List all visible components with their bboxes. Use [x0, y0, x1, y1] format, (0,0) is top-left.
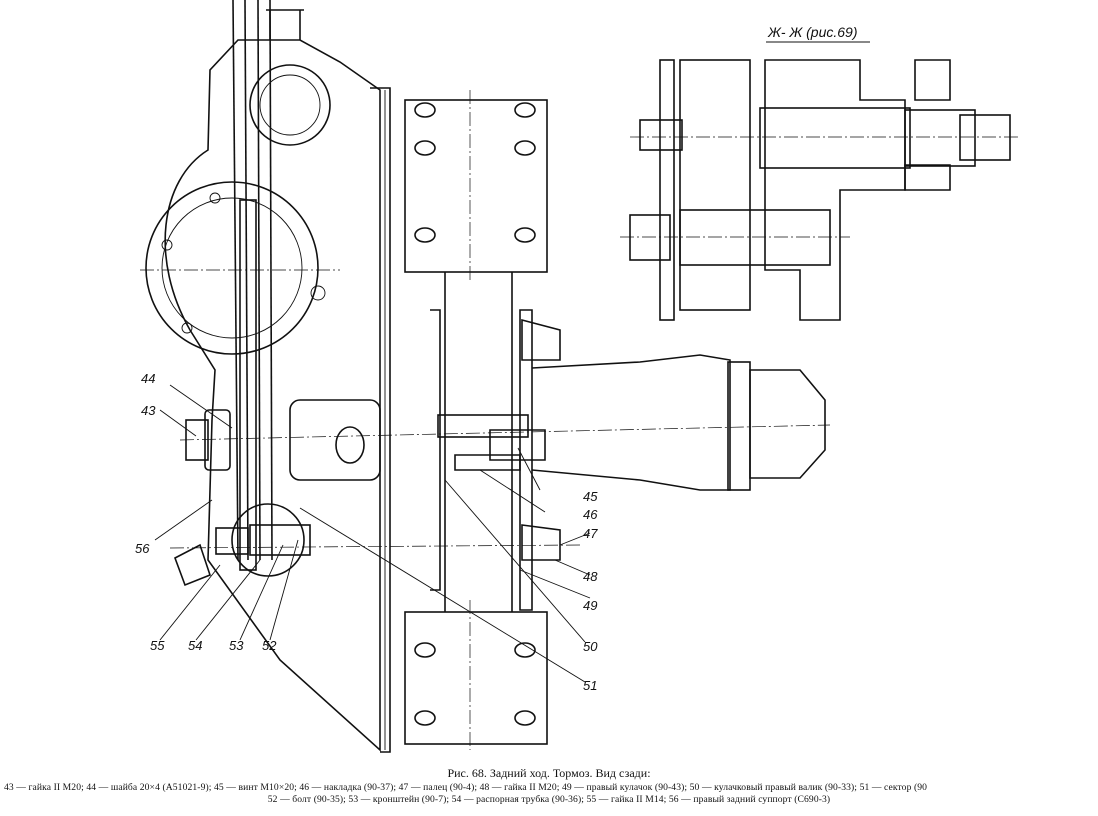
figure-caption: Рис. 68. Задний ход. Тормоз. Вид сзади:: [447, 766, 651, 780]
callout-52: 52: [262, 638, 277, 653]
rod-left: [232, 0, 239, 561]
round-cover: [145, 181, 319, 355]
shaft-nut: [749, 369, 826, 479]
callout-45: 45: [583, 489, 598, 504]
section-lower-shaft: [679, 209, 831, 266]
callout-44: 44: [141, 371, 155, 386]
lower-plate: [404, 611, 548, 745]
section-plate: [679, 59, 751, 311]
top-boss: [249, 64, 331, 146]
upper-plate: [404, 99, 548, 273]
legend-line-1: 43 — гайка II M20; 44 — шайба 20×4 (А510…: [4, 782, 928, 793]
plate-slots: [414, 102, 536, 726]
section-shaft: [759, 107, 911, 169]
callout-56: 56: [135, 541, 150, 556]
callout-55: 55: [150, 638, 165, 653]
cam-shaft: [437, 414, 529, 438]
center-hub: [289, 399, 381, 481]
section-housing: [764, 59, 906, 321]
section-view: Ж- Ж (рис.69): [620, 24, 1020, 321]
callout-51: 51: [583, 678, 597, 693]
callout-49: 49: [583, 598, 597, 613]
brake-arm: [519, 309, 533, 611]
main-view: [140, 0, 831, 753]
callouts: 44 43 45 46 47 48 49 50 51 52 53 54 55 5…: [135, 371, 598, 693]
callout-47: 47: [583, 526, 598, 541]
callout-48: 48: [583, 569, 598, 584]
callout-46: 46: [583, 507, 598, 522]
output-shaft: [531, 354, 731, 491]
rod-right: [257, 0, 261, 561]
callout-53: 53: [229, 638, 244, 653]
housing-outline: [164, 39, 381, 752]
legend-line-2: 52 — болт (90-35); 53 — кронштейн (90-7)…: [267, 794, 831, 805]
callout-54: 54: [188, 638, 202, 653]
callout-43: 43: [141, 403, 156, 418]
callout-50: 50: [583, 639, 598, 654]
lower-boss: [231, 503, 305, 577]
back-plate: [370, 87, 391, 753]
section-label: Ж- Ж (рис.69): [767, 24, 857, 40]
